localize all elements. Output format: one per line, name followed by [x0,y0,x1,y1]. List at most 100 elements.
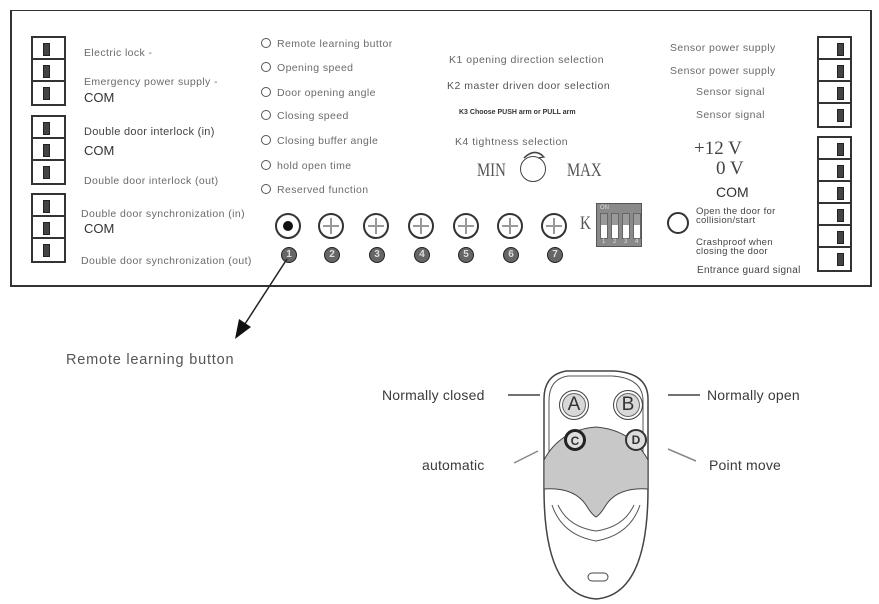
pot-closing-buffer-angle[interactable] [453,213,479,239]
label-emergency-power: Emergency power supply - [84,76,218,88]
label-com-right: COM [716,184,749,200]
label-com-3: COM [84,221,115,236]
number-2-icon [261,62,271,72]
terminal-emergency-power [33,60,64,82]
k-label: K [580,213,591,234]
terminal-com-2 [33,139,64,161]
remote-button-d[interactable]: D [625,429,647,451]
number-badge-5: 5 [458,247,474,263]
label-interlock-out: Double door interlock (out) [84,175,219,187]
learn-button-dot [283,221,293,231]
label-sensor-power-1: Sensor power supply [670,42,776,54]
function-item-3: Door opening angle [261,87,376,99]
max-label: MAX [567,160,602,181]
number-badge-3: 3 [369,247,385,263]
function-item-2: Opening speed [261,62,353,74]
label-sensor-signal-2: Sensor signal [696,109,765,121]
label-crashproof: Crashproof when closing the door [696,237,773,257]
dip-switch-3[interactable] [622,213,630,239]
terminal-block-right-2 [817,136,852,272]
terminal-interlock-out [33,161,64,183]
label-12v: +12 V [694,138,742,159]
terminal-crashproof [819,226,850,248]
terminal-open-collision [819,204,850,226]
label-sensor-power-2: Sensor power supply [670,65,776,77]
number-4-icon [261,110,271,120]
label-automatic: automatic [422,457,485,473]
callout-arrow-icon [235,258,288,339]
dip-switch-4[interactable] [633,213,641,239]
k1-label: K1 opening direction selection [449,54,605,66]
terminal-sensor-power-2 [819,60,850,82]
number-badge-1: 1 [281,247,297,263]
label-entrance-guard: Entrance guard signal [697,265,801,276]
pot-reserved[interactable] [541,213,567,239]
function-item-1: Remote learning buttor [261,38,393,50]
function-item-5: Closing buffer angle [261,135,378,147]
terminal-block-left-2 [31,115,66,185]
remote-button-a[interactable]: A [559,390,589,420]
label-sync-out: Double door synchronization (out) [81,255,252,267]
terminal-electric-lock [33,38,64,60]
dip-switch[interactable]: ON 1 2 3 4 [596,203,642,247]
terminal-com-right [819,182,850,204]
terminal-com-1 [33,82,64,104]
k4-label: K4 tightness selection [455,136,569,148]
number-badge-4: 4 [414,247,430,263]
label-normally-closed: Normally closed [382,387,485,403]
remote-button-b[interactable]: B [613,390,643,420]
k3-label: K3 Choose PUSH arm or PULL arm [459,109,576,116]
function-item-6: hold open time [261,160,351,172]
pot-door-opening-angle[interactable] [363,213,389,239]
label-interlock-in: Double door interlock (in) [84,126,215,138]
terminal-com-3 [33,217,64,239]
label-point-move: Point move [709,457,782,473]
terminal-block-left-3 [31,193,66,263]
terminal-sensor-signal-2 [819,104,850,126]
label-com-1: COM [84,90,115,105]
number-3-icon [261,87,271,97]
tightness-knob [520,156,546,182]
function-item-4: Closing speed [261,110,349,122]
dip-number-2: 2 [613,239,617,245]
remote-learning-button[interactable] [275,213,301,239]
number-5-icon [261,135,271,145]
terminal-sync-out [33,239,64,261]
remote-leader-lines [508,394,700,464]
min-label: MIN [477,160,506,181]
number-1-icon [261,38,271,48]
remote-button-c[interactable]: C [564,429,586,451]
number-badge-2: 2 [324,247,340,263]
collision-start-button[interactable] [667,212,689,234]
label-electric-lock: Electric lock - [84,47,153,59]
pot-hold-open-time[interactable] [497,213,523,239]
number-6-icon [261,160,271,170]
label-normally-open: Normally open [707,387,800,403]
terminal-sensor-signal-1 [819,82,850,104]
k2-label: K2 master driven door selection [447,80,611,92]
number-7-icon [261,184,271,194]
label-sync-in: Double door synchronization (in) [81,208,245,220]
terminal-entrance-guard [819,248,850,270]
label-sensor-signal-1: Sensor signal [696,86,765,98]
rotate-arrow-icon [523,151,546,159]
dip-switch-2[interactable] [611,213,619,239]
label-open-collision: Open the door for collision/start [696,206,776,226]
pot-closing-speed[interactable] [408,213,434,239]
terminal-sync-in [33,195,64,217]
label-com-2: COM [84,143,115,158]
terminal-block-left-1 [31,36,66,106]
function-item-7: Reserved function [261,184,368,196]
terminal-interlock-in [33,117,64,139]
terminal-block-right-1 [817,36,852,128]
terminal-12v [819,138,850,160]
dip-number-1: 1 [602,239,606,245]
control-board-panel [10,10,872,287]
dip-switch-1[interactable] [600,213,608,239]
terminal-0v [819,160,850,182]
callout-remote-learning-label: Remote learning button [66,352,235,368]
dip-number-4: 4 [635,239,639,245]
terminal-sensor-power-1 [819,38,850,60]
pot-opening-speed[interactable] [318,213,344,239]
dip-number-3: 3 [624,239,628,245]
